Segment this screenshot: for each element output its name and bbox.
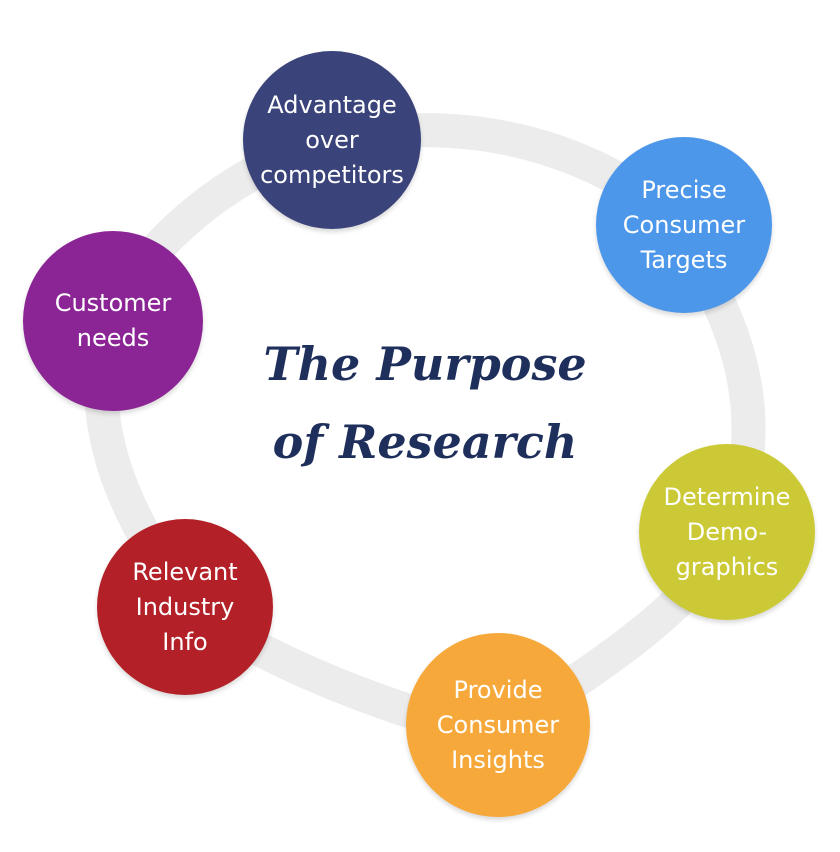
- node-label: Provide Consumer Insights: [436, 675, 560, 774]
- node-label: Precise Consumer Targets: [622, 175, 746, 274]
- node-advantage-over-competitors: Advantage over competitors: [243, 51, 421, 229]
- node-customer-needs: Customer needs: [23, 231, 203, 411]
- node-label: Advantage over competitors: [260, 90, 404, 189]
- node-label: Customer needs: [54, 289, 172, 352]
- node-label: Determine Demo- graphics: [663, 482, 791, 581]
- node-provide-consumer-insights: Provide Consumer Insights: [406, 633, 590, 817]
- node-precise-consumer-targets: Precise Consumer Targets: [596, 137, 772, 313]
- node-label: Relevant Industry Info: [132, 557, 238, 656]
- node-relevant-industry-info: Relevant Industry Info: [97, 519, 273, 695]
- diagram-title: The Purpose of Research: [263, 337, 587, 469]
- node-determine-demographics: Determine Demo- graphics: [639, 444, 815, 620]
